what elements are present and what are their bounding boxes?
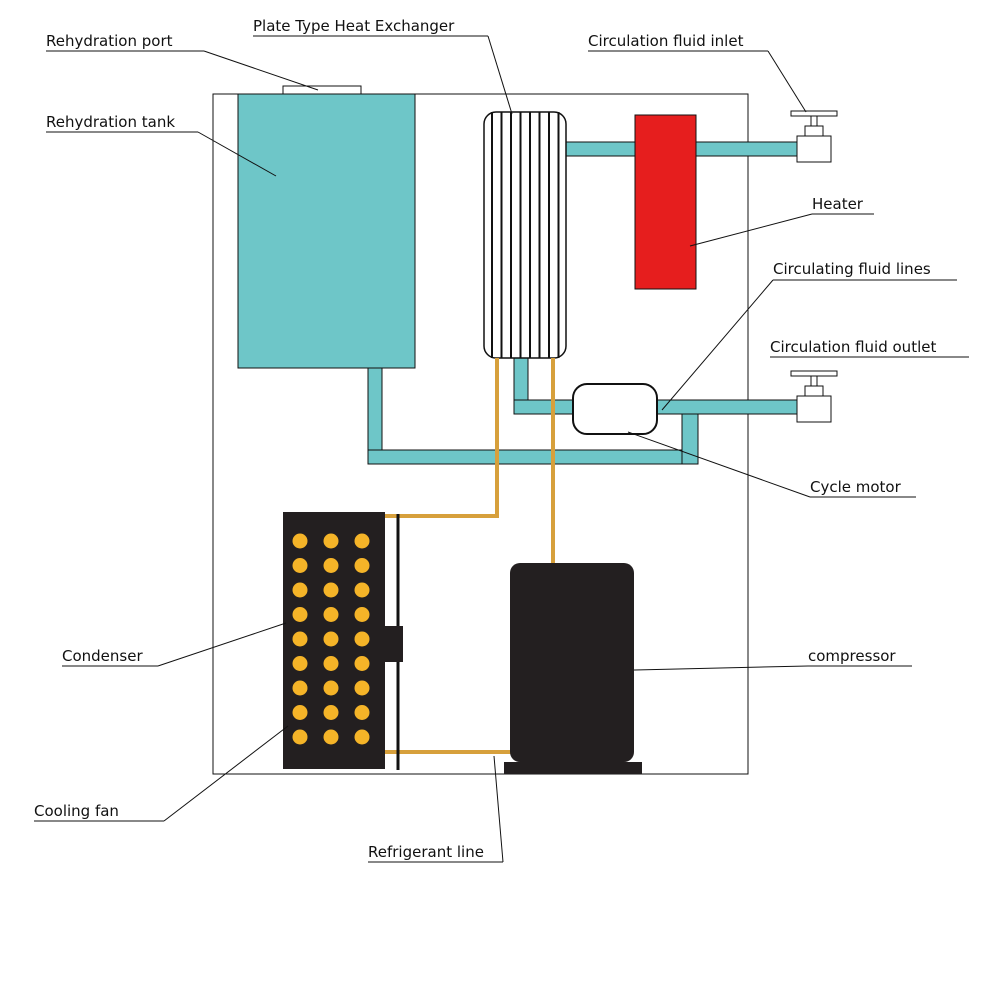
condenser-tube [354,729,370,745]
condenser-tube [354,582,370,598]
label-text: Rehydration tank [46,113,175,131]
condenser-tube [292,533,308,549]
return-pipe-bottom [367,449,699,465]
condenser-tube [323,656,339,671]
exchanger-body [483,111,567,359]
condenser-tube [292,680,308,696]
label-rehydration-port: Rehydration port [46,32,319,91]
label-text: Circulating fluid lines [773,260,931,278]
condenser-tube [323,607,339,622]
condenser-tube [354,656,370,671]
condenser-tube [323,558,339,573]
condenser-tube [354,558,370,573]
inlet-valve [790,110,838,163]
condenser-tube [323,631,339,647]
cycle-motor [572,383,658,435]
label-refrigerant-line: Refrigerant line [368,755,504,863]
label-text: Circulation fluid outlet [770,338,936,356]
label-text: Plate Type Heat Exchanger [253,17,455,35]
compressor-base [504,762,642,774]
rehydration-tank [237,93,416,369]
label-fluid-lines: Circulating fluid lines [661,260,957,411]
inlet-valve-body [796,135,832,163]
label-fluid-outlet: Circulation fluid outlet [770,338,969,358]
condenser-tube [354,680,370,696]
condenser-tube [323,705,339,720]
condenser-tube [292,607,308,622]
condenser-tube [323,582,339,598]
refrigerant-line-upper-left [384,358,499,518]
label-text: Cooling fan [34,802,119,820]
heater-inlet-pipe [695,141,801,157]
condenser-tube [292,558,308,573]
condenser-tube [354,631,370,647]
label-plate-heat-exchanger: Plate Type Heat Exchanger [253,17,513,115]
motor-inlet-pipe [513,399,579,415]
inlet-valve-handle [790,110,838,117]
condenser-tube [292,705,308,720]
label-text: Heater [812,195,864,213]
condenser-tube [354,607,370,622]
exchanger-heater-pipe [564,141,636,157]
label-condenser: Condenser [62,622,287,667]
condenser-tube [292,656,308,671]
outlet-pipe [654,399,801,415]
outlet-valve-handle [790,370,838,377]
label-rehydration-tank: Rehydration tank [46,113,277,177]
condenser-tube [354,705,370,720]
cooling-fan-motor [385,626,403,662]
exchanger-plates [491,112,560,358]
outlet-valve-shaft [810,375,818,387]
label-text: Rehydration port [46,32,173,50]
rehydration-port [282,85,362,95]
plate-heat-exchanger [483,111,567,359]
compressor [510,563,634,762]
outlet-valve-stem [804,385,824,397]
label-text: Refrigerant line [368,843,484,861]
condenser-tube [323,680,339,696]
label-compressor: compressor [633,647,912,671]
circulating-fluid-lines [367,141,801,465]
inlet-valve-shaft [810,115,818,127]
label-fluid-inlet: Circulation fluid inlet [588,32,807,113]
heater [634,114,697,290]
condenser-tube [323,533,339,549]
condenser-tubes [292,533,370,745]
label-text: compressor [808,647,896,665]
label-cooling-fan: Cooling fan [34,725,289,822]
cabinet-outline [212,93,749,775]
refrigerant-lines [384,358,555,754]
label-text: Condenser [62,647,143,665]
condenser-tube [292,631,308,647]
outlet-valve-body [796,395,832,423]
condenser-tube [292,582,308,598]
condenser-tube [323,729,339,745]
label-text: Cycle motor [810,478,902,496]
inlet-valve-stem [804,125,824,137]
condenser-tube [354,533,370,549]
label-cycle-motor: Cycle motor [627,431,916,498]
outlet-valve [790,370,838,423]
condenser-tube [292,729,308,745]
label-text: Circulation fluid inlet [588,32,744,50]
label-heater: Heater [689,195,874,247]
